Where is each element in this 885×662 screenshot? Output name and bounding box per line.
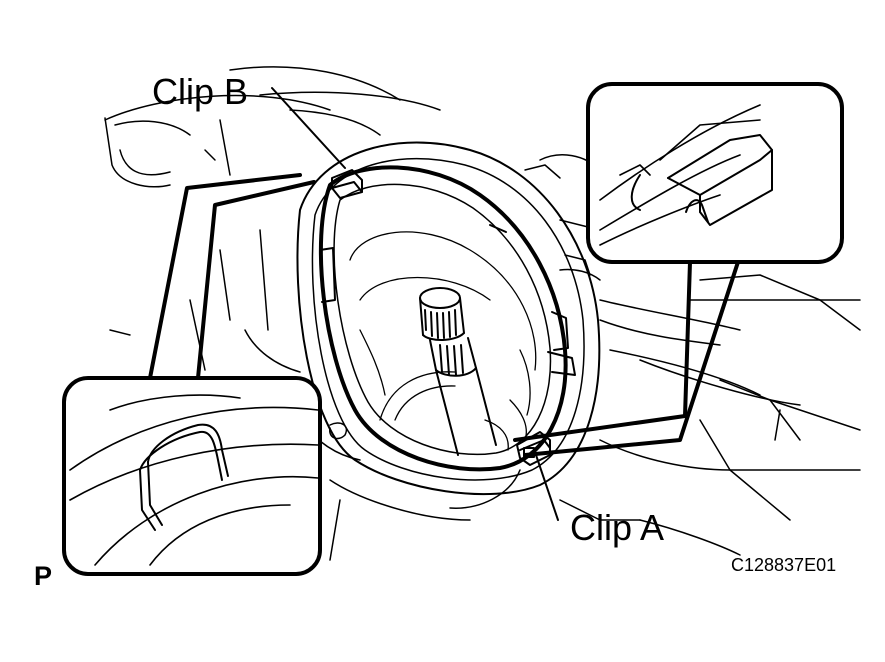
- view-p-label: P: [34, 561, 53, 591]
- callout-connectors: [148, 173, 740, 457]
- clip-b-shape: [331, 169, 363, 199]
- clip-b-label: Clip B: [152, 71, 249, 112]
- clip-b-leader-line: [271, 87, 346, 169]
- clip-a-label: Clip A: [570, 507, 665, 548]
- drive-shaft: [419, 287, 497, 456]
- detail-box-clip-b: [62, 376, 322, 576]
- clip-a-leader-line: [535, 454, 559, 521]
- detail-box-clip-a: [586, 82, 844, 264]
- figure-code-label: C128837E01: [731, 555, 837, 575]
- inner-cone: [349, 231, 537, 451]
- housing-flange: [296, 141, 601, 496]
- boot-rim: [318, 165, 576, 472]
